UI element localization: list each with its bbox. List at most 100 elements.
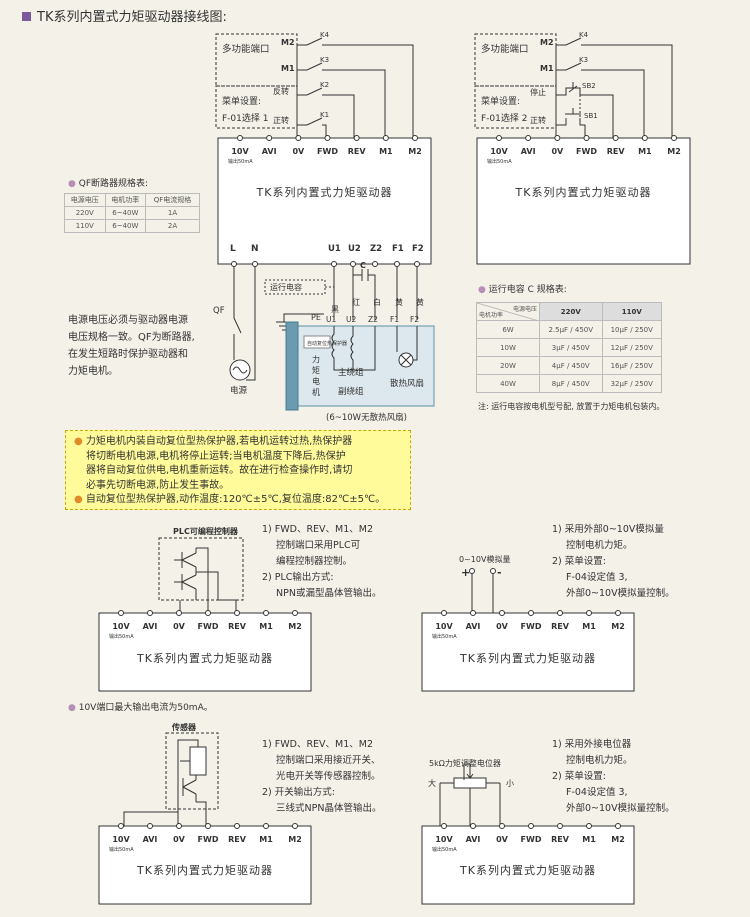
analog-minus: - xyxy=(497,566,502,579)
analog-plus: + xyxy=(461,566,470,579)
main-winding-coil xyxy=(331,326,353,371)
terminal-dot xyxy=(557,823,563,829)
terminal-dot xyxy=(525,135,532,141)
terminal-label-avi: AVI xyxy=(143,835,158,844)
wire-color-red: 红 xyxy=(352,297,360,307)
term-u2: U2 xyxy=(348,244,361,254)
term-f1: F1 xyxy=(392,244,404,254)
terminal-dot xyxy=(147,610,153,616)
pot-notes: 1) 采用外接电位器控制电机力矩。2) 菜单设置:F-04设定值 3,外部0~1… xyxy=(552,739,675,814)
terminal-dot xyxy=(470,610,476,616)
wire-rev xyxy=(322,94,355,138)
switch-k3 xyxy=(297,62,323,71)
terminal-label-m2: M2 xyxy=(611,622,625,631)
cap-c-label: C xyxy=(360,261,366,270)
terminal-dot xyxy=(499,610,505,616)
driver-title: TK系列内置式力矩驱动器 xyxy=(256,185,393,199)
driver-box-5 xyxy=(98,825,312,905)
analog-notes: 1) 采用外部0~10V模拟量控制电机力矩。2) 菜单设置:F-04设定值 3,… xyxy=(552,524,675,599)
motor-term-z2: Z2 xyxy=(368,315,378,324)
terminal-label-m1: M1 xyxy=(379,147,393,156)
terminal-label-rev: REV xyxy=(551,622,570,631)
terminal-dot xyxy=(205,610,211,616)
output-note: 输出50mA xyxy=(432,633,457,640)
sensor-label: 传感器 xyxy=(171,722,197,732)
motor-flange xyxy=(285,321,299,411)
cap-note: 注: 运行电容按电机型号配, 放置于力矩电机包装内。 xyxy=(478,402,665,411)
output-note: 输出50mA xyxy=(487,158,512,165)
terminal-label-fwd: FWD xyxy=(521,835,542,844)
terminal-label-rev: REV xyxy=(607,147,626,156)
terminal-dot xyxy=(441,823,447,829)
driver-box-4 xyxy=(421,612,635,692)
power-label: 电源 xyxy=(230,385,248,396)
terminal-label-avi: AVI xyxy=(466,622,481,631)
run-cap-box xyxy=(264,279,326,295)
output-note: 输出50mA xyxy=(109,633,134,640)
ac-symbol-icon xyxy=(232,366,248,374)
diagram5-group: 传感器 xyxy=(98,722,312,905)
sensor-body-icon xyxy=(189,746,207,776)
terminal-label-10v: 10V xyxy=(490,147,508,156)
page-title-text: TK系列内置式力矩驱动器接线图: xyxy=(37,10,227,25)
menu-select-label-2: F-01选择 2 xyxy=(481,112,527,124)
ground-icon xyxy=(276,313,324,331)
terminal-dot xyxy=(394,261,400,267)
m2-label: M2 xyxy=(281,38,295,47)
m1-label-2: M1 xyxy=(540,64,554,73)
terminal-dot xyxy=(671,135,677,141)
wire-m2-2 xyxy=(581,44,673,138)
switch-k3-2 xyxy=(556,62,582,71)
terminal-label-rev: REV xyxy=(228,835,247,844)
terminal-dot xyxy=(350,261,356,267)
hot-protector-label: 自动复位热保护器 xyxy=(307,340,347,347)
m2-label-2: M2 xyxy=(540,38,554,47)
cap-corner-diagonal xyxy=(477,303,539,321)
fan-blades-icon xyxy=(400,354,412,366)
terminal-dot xyxy=(147,823,153,829)
k1-label: K1 xyxy=(320,111,329,119)
sb1-label: SB1 xyxy=(584,112,598,120)
wire-fwd xyxy=(322,124,327,138)
forward-label-2: 正转 xyxy=(530,115,546,125)
hot-protector-icon xyxy=(303,335,331,349)
output-note: 输出50mA xyxy=(432,846,457,853)
terminal-label-10v: 10V xyxy=(112,622,130,631)
switch-sb1 xyxy=(556,118,586,138)
wire-color-white: 白 xyxy=(373,297,381,307)
terminal-dot xyxy=(205,823,211,829)
motor-label-3: 电 xyxy=(312,376,320,386)
driver-box-1 xyxy=(217,137,432,265)
terminal-label-m2: M2 xyxy=(408,147,422,156)
diagram3-group: PLC可编程控制器 xyxy=(98,526,312,692)
menu-setting-label-2: 菜单设置: xyxy=(481,95,520,107)
terminal-dot xyxy=(412,135,418,141)
qf-switch xyxy=(233,266,242,355)
wire-m1-2 xyxy=(581,69,645,138)
terminal-dot xyxy=(528,610,534,616)
page-title: TK系列内置式力矩驱动器接线图: xyxy=(22,6,227,25)
stop-label: 停止 xyxy=(530,87,546,97)
terminal-label-m1: M1 xyxy=(259,835,273,844)
terminal-label-m2: M2 xyxy=(667,147,681,156)
driver-title: TK系列内置式力矩驱动器 xyxy=(459,863,596,877)
motor-term-u1: U1 xyxy=(326,315,336,324)
qf-label: QF xyxy=(213,306,225,316)
driver-title: TK系列内置式力矩驱动器 xyxy=(136,651,273,665)
analog-plus-terminal xyxy=(469,568,475,574)
terminal-dot xyxy=(252,261,258,267)
terminal-label-m2: M2 xyxy=(611,835,625,844)
reverse-label: 反转 xyxy=(273,86,289,96)
m1-label: M1 xyxy=(281,64,295,73)
diagram1-group: 多功能端口 M2 M1 菜单设置: F-01选择 1 反转 正转 K4 K3 K… xyxy=(213,31,435,423)
output-note: 输出50mA xyxy=(109,846,134,853)
terminal-dot xyxy=(615,823,621,829)
fan-label: 散热风扇 xyxy=(390,378,424,389)
diagram6-group: 5kΩ力矩调整电位器 大 小 xyxy=(421,758,635,905)
terminal-dot xyxy=(586,823,592,829)
k4-label: K4 xyxy=(320,31,330,39)
terminal-dot xyxy=(528,823,534,829)
